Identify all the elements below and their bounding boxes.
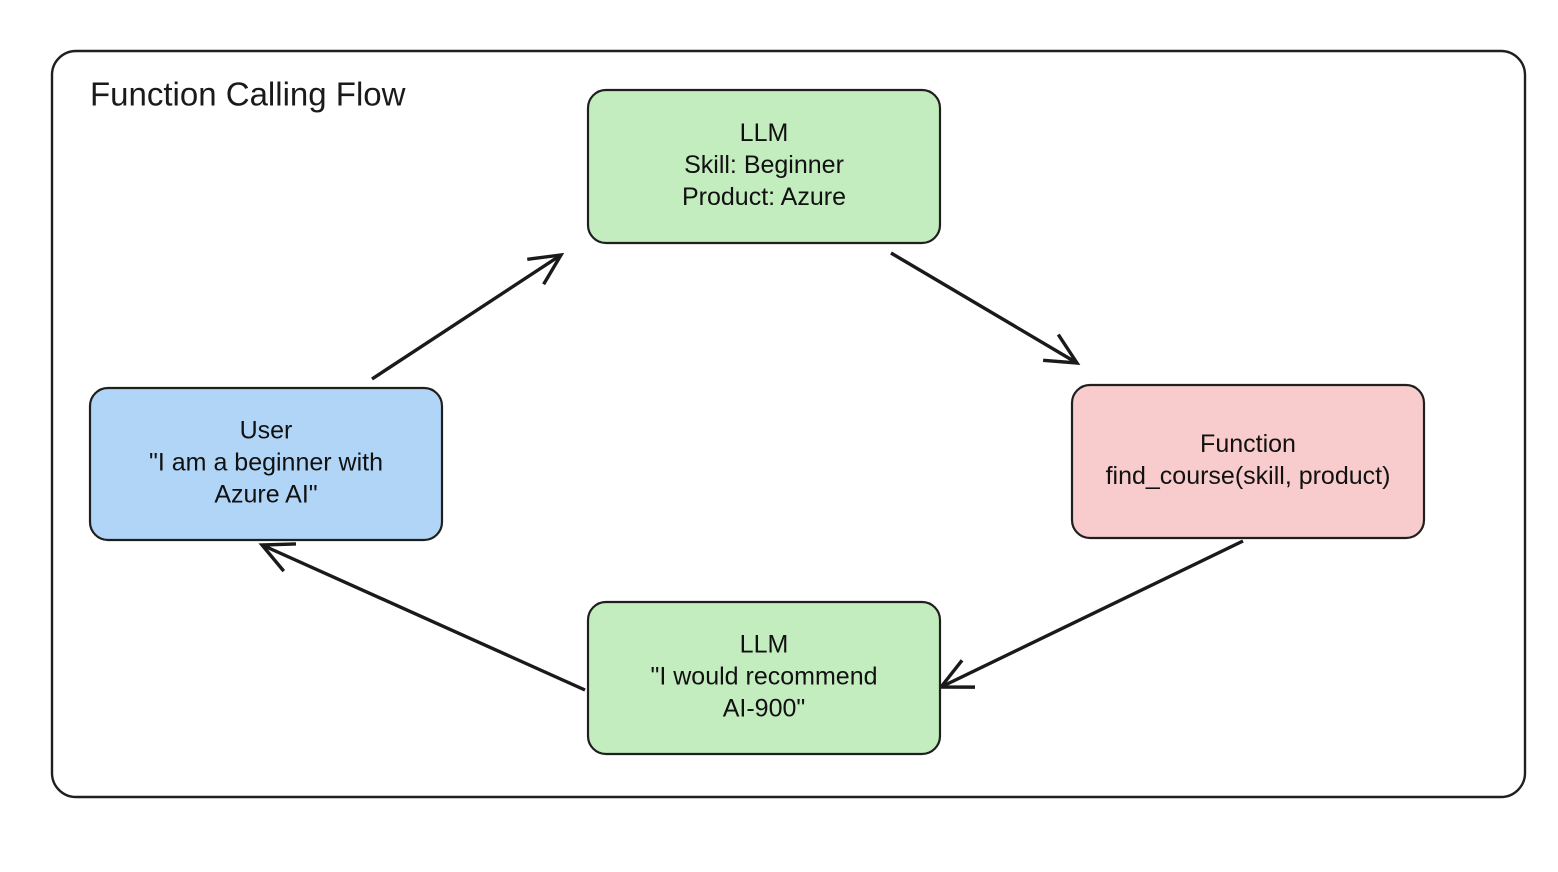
edge-user-to-llm-arrowhead-icon xyxy=(527,252,565,286)
llm-interpret-node-label-line-1: LLM xyxy=(740,119,789,147)
user-node-label-line-1: User xyxy=(240,417,293,445)
llm-response-node-label-line-3: AI-900" xyxy=(723,695,806,723)
llm-response-node-shape[interactable] xyxy=(586,600,942,756)
function-node[interactable]: Function find_course(skill, product) xyxy=(1070,383,1426,540)
edge-llm-to-function-line xyxy=(890,251,1078,365)
function-node-shape[interactable] xyxy=(1070,383,1426,540)
llm-interpret-node-label-line-3: Product: Azure xyxy=(682,183,846,211)
edges-layer xyxy=(258,251,1244,692)
edge-llm-response-to-user xyxy=(258,542,586,692)
edge-function-to-llm-response-line xyxy=(940,539,1244,689)
edge-llm-to-function-arrowhead-icon xyxy=(1042,333,1081,365)
function-node-label-line-1: Function xyxy=(1200,430,1296,458)
edge-user-to-llm-line xyxy=(371,253,562,381)
user-node-label-line-2: "I am a beginner with xyxy=(149,449,383,477)
llm-response-node-label-line-2: "I would recommend xyxy=(650,663,877,691)
edge-llm-response-to-user-arrowhead-icon xyxy=(258,542,297,573)
edge-llm-to-function xyxy=(890,251,1081,365)
diagram-title: Function Calling Flow xyxy=(90,76,406,113)
edge-llm-response-to-user-line xyxy=(261,543,586,692)
llm-interpret-node-label-line-2: Skill: Beginner xyxy=(684,151,844,179)
function-node-label-line-2: find_course(skill, product) xyxy=(1106,462,1391,490)
llm-interpret-node-shape[interactable] xyxy=(586,88,942,245)
llm-response-node-label-line-1: LLM xyxy=(740,631,789,659)
edge-function-to-llm-response xyxy=(937,539,1244,689)
user-node-shape[interactable] xyxy=(88,386,444,542)
user-node-label-line-3: Azure AI" xyxy=(214,481,317,509)
edge-user-to-llm xyxy=(371,252,565,381)
flow-container-border xyxy=(50,49,1527,799)
